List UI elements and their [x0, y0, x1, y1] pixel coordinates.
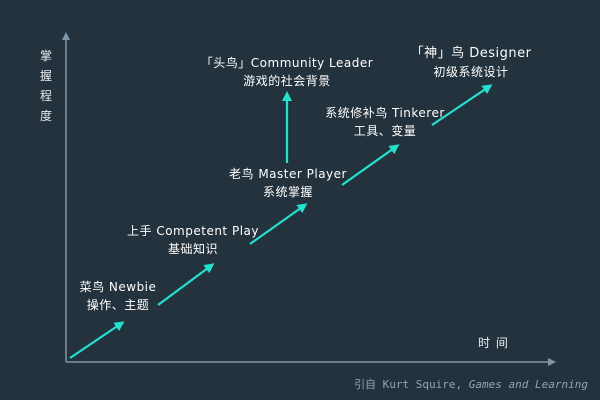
- stage-title: 上手 Competent Play: [127, 224, 259, 238]
- stage-designer: 「神」鸟 Designer 初级系统设计: [398, 45, 544, 81]
- stage-subtitle: 工具、变量: [353, 124, 417, 138]
- stage-subtitle: 操作、主题: [86, 298, 150, 312]
- stage-title: 系统修补鸟 Tinkerer: [325, 106, 445, 120]
- stage-subtitle: 游戏的社会背景: [243, 74, 331, 88]
- stage-title: 「头鸟」Community Leader: [200, 56, 374, 70]
- stage-competent: 上手 Competent Play 基础知识: [118, 222, 268, 258]
- stage-newbie: 菜鸟 Newbie 操作、主题: [58, 278, 178, 314]
- citation: 引自 Kurt Squire, Games and Learning: [354, 376, 588, 392]
- arrow-competent: [157, 263, 215, 306]
- arrow-newbie: [69, 321, 125, 359]
- stage-tinkerer: 系统修补鸟 Tinkerer 工具、变量: [318, 104, 452, 140]
- stage-subtitle: 初级系统设计: [433, 65, 509, 79]
- citation-prefix: 引自 Kurt Squire,: [354, 378, 463, 391]
- stage-title: 「神」鸟 Designer: [410, 46, 532, 61]
- stage-title: 菜鸟 Newbie: [79, 280, 157, 294]
- x-axis-title: 时 间: [478, 336, 509, 350]
- stage-subtitle: 基础知识: [167, 242, 218, 256]
- y-axis-title: 掌握程度: [40, 49, 54, 123]
- arrow-designer: [431, 84, 493, 126]
- stage-community-leader: 「头鸟」Community Leader 游戏的社会背景: [195, 54, 379, 90]
- citation-works: Games and Learning: [468, 378, 588, 391]
- arrow-tinkerer: [341, 144, 400, 186]
- stage-master: 老鸟 Master Player 系统掌握: [218, 165, 358, 201]
- stage-title: 老鸟 Master Player: [229, 167, 347, 181]
- stage-subtitle: 系统掌握: [262, 185, 313, 199]
- arrow-master: [249, 203, 308, 245]
